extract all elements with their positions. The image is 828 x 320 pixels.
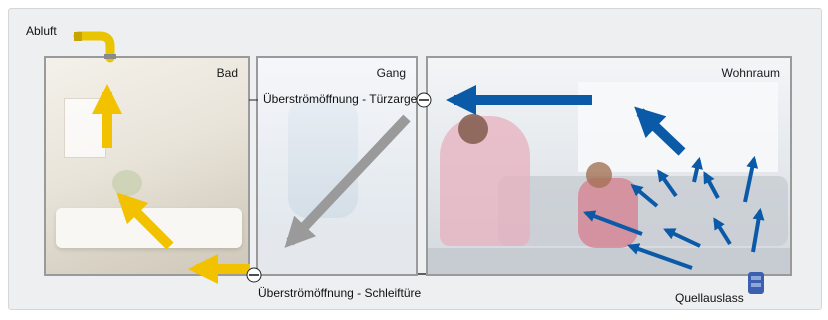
quellauslass-outlet <box>748 272 764 294</box>
supply-arrow-3 <box>630 183 659 208</box>
room-bad: Bad <box>44 56 250 276</box>
floor <box>428 248 790 274</box>
child-head <box>586 162 612 188</box>
opening-schleiftuere-marker <box>246 267 426 283</box>
supply-arrow-main-diagonal <box>634 106 686 156</box>
supply-arrow-7 <box>663 228 701 248</box>
woman-head <box>458 114 488 144</box>
supply-arrow-2 <box>691 156 703 183</box>
supply-arrow-5 <box>743 155 759 203</box>
label-abluft: Abluft <box>26 24 57 38</box>
room-label-wohnraum: Wohnraum <box>721 66 780 80</box>
room-gang: Gang <box>256 56 418 276</box>
bathroom-plant <box>112 170 142 196</box>
label-ueberstroemoeffnung-schleiftuere: Überströmöffnung - Schleiftüre <box>258 286 422 300</box>
exhaust-arrow-diagonal <box>116 192 174 250</box>
supply-arrow-10 <box>626 243 693 270</box>
transfer-arrow <box>284 114 411 248</box>
supply-arrow-4 <box>703 171 720 199</box>
supply-arrow-9 <box>751 207 765 253</box>
supply-arrow-8 <box>713 217 732 246</box>
hallway-person-legs <box>288 98 358 218</box>
exhaust-duct <box>73 31 116 63</box>
room-label-gang: Gang <box>376 66 406 80</box>
label-ueberstroemoeffnung-tuerzarge: Überströmöffnung - Türzarge <box>263 92 418 106</box>
label-quellauslass: Quellauslass <box>675 291 744 305</box>
supply-arrow-1 <box>657 169 678 198</box>
hallway-floor <box>258 228 416 274</box>
living-room-window <box>578 82 778 172</box>
supply-arrow-6 <box>583 210 643 236</box>
opening-tuerzarge-marker <box>249 92 432 108</box>
room-label-bad: Bad <box>216 66 238 80</box>
